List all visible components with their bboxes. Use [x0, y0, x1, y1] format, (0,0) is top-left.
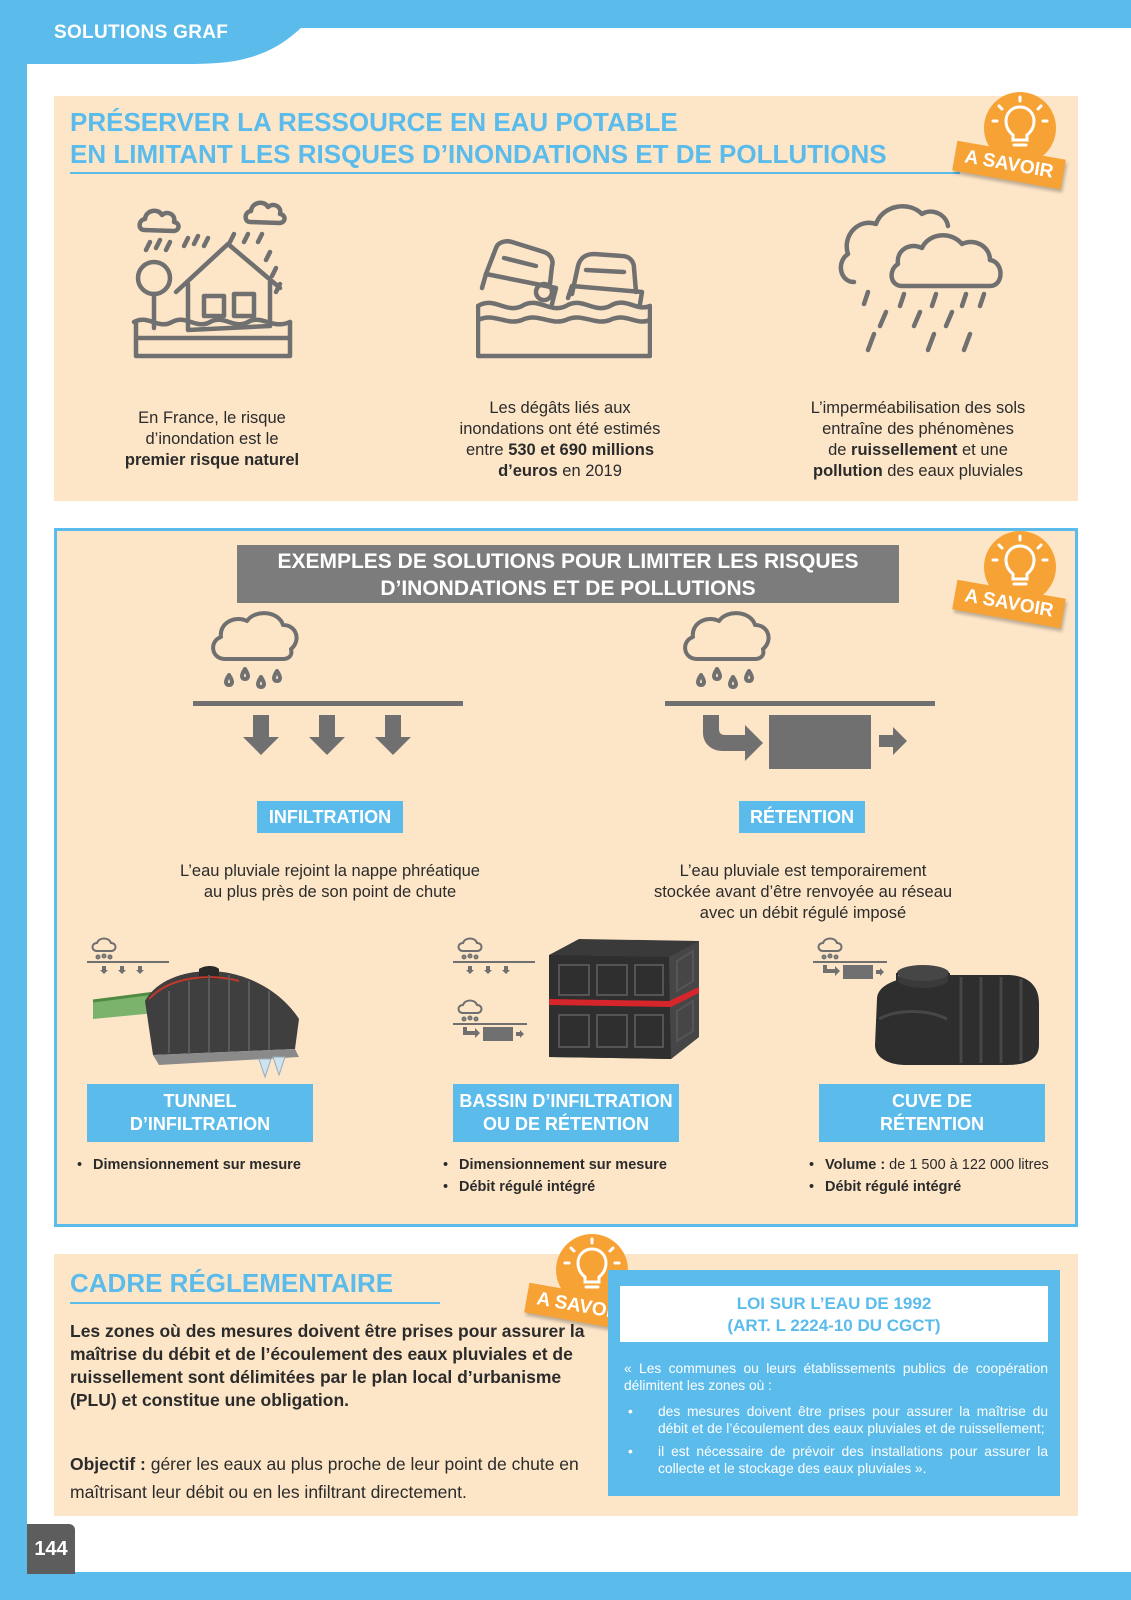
- infiltration-diagram-icon: [193, 611, 463, 755]
- mini-infiltration-icon: [453, 937, 535, 974]
- list-item: Volume : de 1 500 à 122 000 litres: [809, 1154, 1079, 1176]
- lightbulb-icon: [984, 92, 1056, 164]
- header-title: SOLUTIONS GRAF: [54, 22, 229, 43]
- law-text: « Les communes ou leurs établissements p…: [624, 1360, 1048, 1483]
- retention-tank-image: [875, 965, 1039, 1065]
- mini-retention-icon: [813, 937, 887, 979]
- fact-flood-damage: Les dégâts liés aux inondations ont été …: [459, 399, 661, 480]
- regulation-objective: Objectif : gérer les eaux au plus proche…: [70, 1454, 579, 1502]
- law-list: des mesures doivent être prises pour ass…: [624, 1403, 1048, 1477]
- list-item: Débit régulé intégré: [809, 1176, 1079, 1198]
- law-box: LOI SUR L’EAU DE 1992 (ART. L 2224-10 DU…: [608, 1270, 1060, 1496]
- risk-panel: PRÉSERVER LA RESSOURCE EN EAU POTABLE EN…: [54, 92, 1078, 501]
- law-title: LOI SUR L’EAU DE 1992 (ART. L 2224-10 DU…: [620, 1286, 1048, 1342]
- solutions-panel: EXEMPLES DE SOLUTIONS POUR LIMITER LES R…: [54, 528, 1078, 1227]
- title-underline: [70, 172, 960, 174]
- solutions-title: EXEMPLES DE SOLUTIONS POUR LIMITER LES R…: [237, 545, 899, 603]
- retention-label: RÉTENTION: [739, 801, 865, 833]
- mini-retention-icon: [453, 999, 527, 1041]
- fact-runoff-pollution: L’imperméabilisation des sols entraîne d…: [810, 399, 1026, 480]
- infiltration-label: INFILTRATION: [257, 801, 403, 833]
- regulation-title: CADRE RÉGLEMENTAIRE: [70, 1268, 394, 1298]
- list-item: des mesures doivent être prises pour ass…: [624, 1403, 1048, 1437]
- bottom-frame-band: [0, 1572, 1131, 1600]
- fact-flood-risk: En France, le risque d’inondation est le…: [124, 409, 300, 469]
- list-item: Débit régulé intégré: [443, 1176, 743, 1198]
- left-frame-band: [0, 0, 27, 1600]
- cars-flood-icon: [476, 239, 652, 359]
- a-savoir-badge: A SAVOIR: [950, 88, 1080, 198]
- retention-description: L’eau pluviale est temporairement stocké…: [653, 862, 953, 922]
- tunnel-features: Dimensionnement sur mesure: [77, 1154, 377, 1176]
- header-tab-shape: [0, 0, 330, 64]
- rain-clouds-icon: [838, 204, 1003, 353]
- infiltration-tunnel-image: [92, 966, 299, 1079]
- lightbulb-icon: [984, 531, 1056, 603]
- retention-diagram-icon: [665, 611, 935, 769]
- mini-infiltration-icon: [87, 937, 169, 974]
- list-item: Dimensionnement sur mesure: [443, 1154, 743, 1176]
- regulation-panel: CADRE RÉGLEMENTAIRE Les zones où des mes…: [54, 1234, 1078, 1516]
- house-flood-icon: [131, 200, 293, 359]
- a-savoir-badge: A SAVOIR: [950, 527, 1080, 637]
- page-number: 144: [27, 1524, 75, 1574]
- list-item: il est nécessaire de prévoir des install…: [624, 1443, 1048, 1477]
- risk-panel-title: PRÉSERVER LA RESSOURCE EN EAU POTABLE EN…: [70, 107, 887, 169]
- infiltration-basin-image: [549, 939, 699, 1059]
- basin-features: Dimensionnement sur mesure Débit régulé …: [443, 1154, 743, 1198]
- infiltration-description: L’eau pluviale rejoint la nappe phréatiq…: [180, 862, 480, 901]
- list-item: Dimensionnement sur mesure: [77, 1154, 377, 1176]
- tank-features: Volume : de 1 500 à 122 000 litres Débit…: [809, 1154, 1079, 1198]
- title-underline: [70, 1302, 440, 1304]
- regulation-body: Les zones où des mesures doivent être pr…: [70, 1321, 585, 1410]
